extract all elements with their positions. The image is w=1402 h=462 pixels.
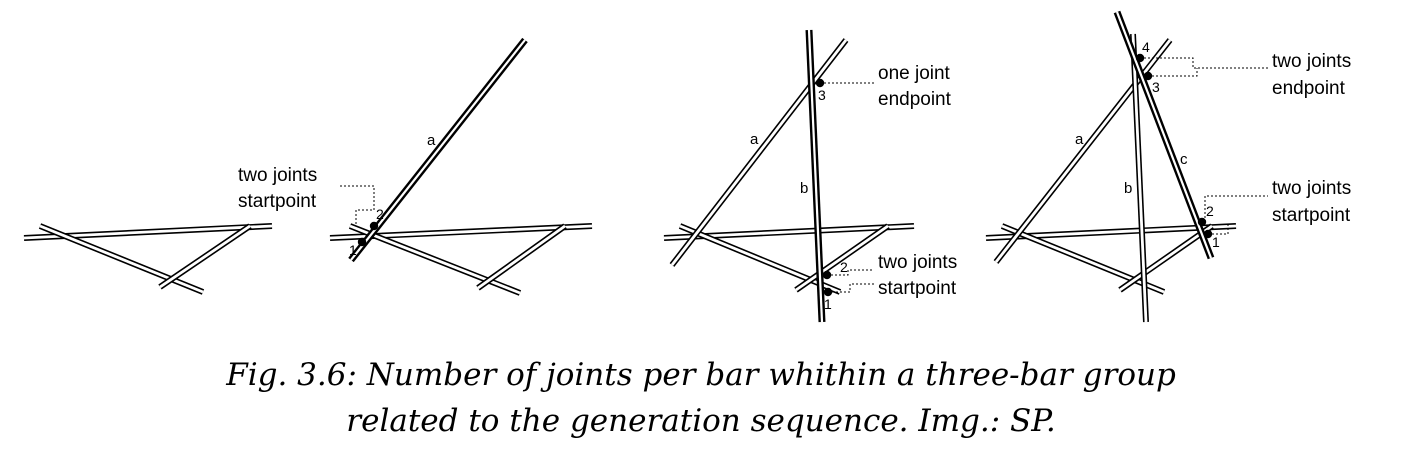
bar-label-c: c: [1180, 151, 1188, 168]
bar: [1118, 223, 1214, 293]
figure-caption: Fig. 3.6: Number of joints per bar whith…: [0, 352, 1402, 444]
annotation-startpoint: startpoint: [238, 191, 317, 212]
bar: [158, 223, 252, 290]
panel-bars-a-b: a b 3 2 1 one joint endpoint two joints …: [663, 29, 957, 323]
joint-number-1: 1: [1212, 234, 1220, 250]
three-bar-diagram: .bar-o { stroke: #000; stroke-width: 6; …: [23, 10, 1351, 323]
joint-dot: [822, 270, 832, 280]
annotation-two-joints: two joints: [1272, 51, 1351, 72]
annotation-startpoint: startpoint: [1272, 205, 1351, 226]
leader-line: [1144, 57, 1268, 69]
joint-dot: [815, 78, 825, 88]
leader-line: [1212, 222, 1229, 235]
joint-dot: [1143, 71, 1153, 81]
bar-label-a: a: [427, 132, 436, 149]
bar-c: [1113, 10, 1215, 260]
leader-line: [832, 283, 874, 293]
bar-b: [1130, 33, 1149, 323]
annotation-two-joints: two joints: [878, 252, 957, 273]
annotation-endpoint: endpoint: [1272, 78, 1346, 99]
joint-number-2: 2: [376, 206, 384, 222]
joint-dot: [369, 221, 379, 231]
joint-dot: [357, 237, 367, 247]
bar-a: [669, 38, 849, 267]
annotation-startpoint: startpoint: [878, 278, 957, 299]
joint-dot: [823, 287, 833, 297]
panel-base-group: [23, 223, 273, 295]
bar-label-b: b: [1124, 180, 1132, 197]
joint-number-2: 2: [1206, 203, 1214, 219]
joint-number-1: 1: [349, 242, 357, 258]
bar-a: [348, 37, 528, 263]
bar: [794, 223, 890, 293]
leader-line: [1204, 195, 1268, 222]
annotation-endpoint: endpoint: [878, 89, 952, 110]
caption-line-1: Fig. 3.6: Number of joints per bar whith…: [226, 357, 1176, 393]
bar-label-a: a: [1075, 131, 1084, 148]
annotation-two-joints: two joints: [238, 165, 317, 186]
bar: [476, 223, 567, 291]
caption-line-2: related to the generation sequence. Img.…: [346, 403, 1056, 439]
panel-bars-a-b-c: a b c 4 3 2 1 two joints endpoint two jo…: [985, 10, 1351, 323]
joint-number-3: 3: [818, 87, 826, 103]
annotation-one-joint: one joint: [878, 63, 951, 84]
joint-number-1: 1: [824, 296, 832, 312]
leader-line: [340, 185, 375, 226]
bar: [38, 223, 205, 295]
joint-number-3: 3: [1152, 79, 1160, 95]
joint-dot: [1197, 217, 1207, 227]
joint-number-2: 2: [840, 259, 848, 275]
joint-number-4: 4: [1142, 39, 1150, 55]
annotation-two-joints: two joints: [1272, 178, 1351, 199]
leader-line: [1152, 68, 1198, 77]
panel-bar-a: a 2 1 two joints startpoint: [238, 37, 593, 296]
bar-label-a: a: [750, 131, 759, 148]
bar-b: [805, 29, 826, 323]
joint-dot: [1203, 229, 1213, 239]
leader-line: [831, 269, 874, 276]
joint-dot: [1135, 53, 1145, 63]
bar-label-b: b: [800, 180, 808, 197]
